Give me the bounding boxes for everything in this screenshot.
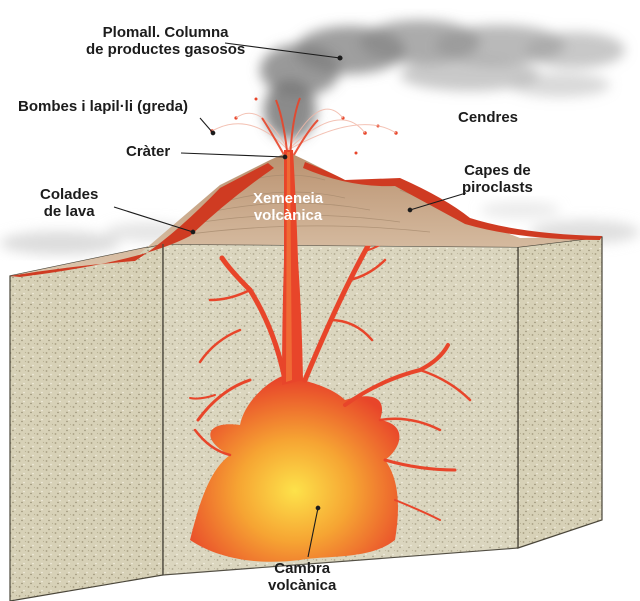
label-bombs: Bombes i lapil·li (greda) (18, 98, 189, 115)
label-plume-line2: de productes gasosos (86, 41, 246, 58)
label-pyroclast-line1: Capes de (464, 162, 531, 179)
smoke-plume (260, 20, 625, 140)
lava-flows (10, 162, 602, 277)
label-chamber: Cambra volcànica (268, 560, 336, 594)
rock-block-left-face (9, 243, 164, 601)
label-lava-line2: de lava (43, 203, 95, 220)
label-crater: Cràter (126, 143, 171, 160)
label-chimney-line1: Xemeneia (253, 190, 324, 207)
label-lava-line1: Colades (40, 186, 99, 203)
label-chimney: Xemeneia volcànica (253, 190, 323, 224)
label-ash: Cendres (458, 109, 519, 126)
label-pyroclast-line2: piroclasts (462, 179, 533, 196)
bomb-trails (211, 108, 397, 151)
label-chamber-line1: Cambra (274, 560, 331, 577)
label-pyroclast-layers: Capes de piroclasts (462, 162, 533, 196)
rock-block-right-face (517, 236, 603, 549)
label-chamber-line2: volcànica (268, 577, 337, 594)
leader-lines (113, 42, 467, 558)
label-lava-flows: Colades de lava (40, 186, 98, 220)
magma-chamber (190, 375, 400, 562)
label-plume-line1: Plomall. Columna (102, 24, 229, 41)
label-plume: Plomall. Columna de productes gasosos (86, 24, 245, 58)
label-chimney-line2: volcànica (253, 207, 323, 224)
